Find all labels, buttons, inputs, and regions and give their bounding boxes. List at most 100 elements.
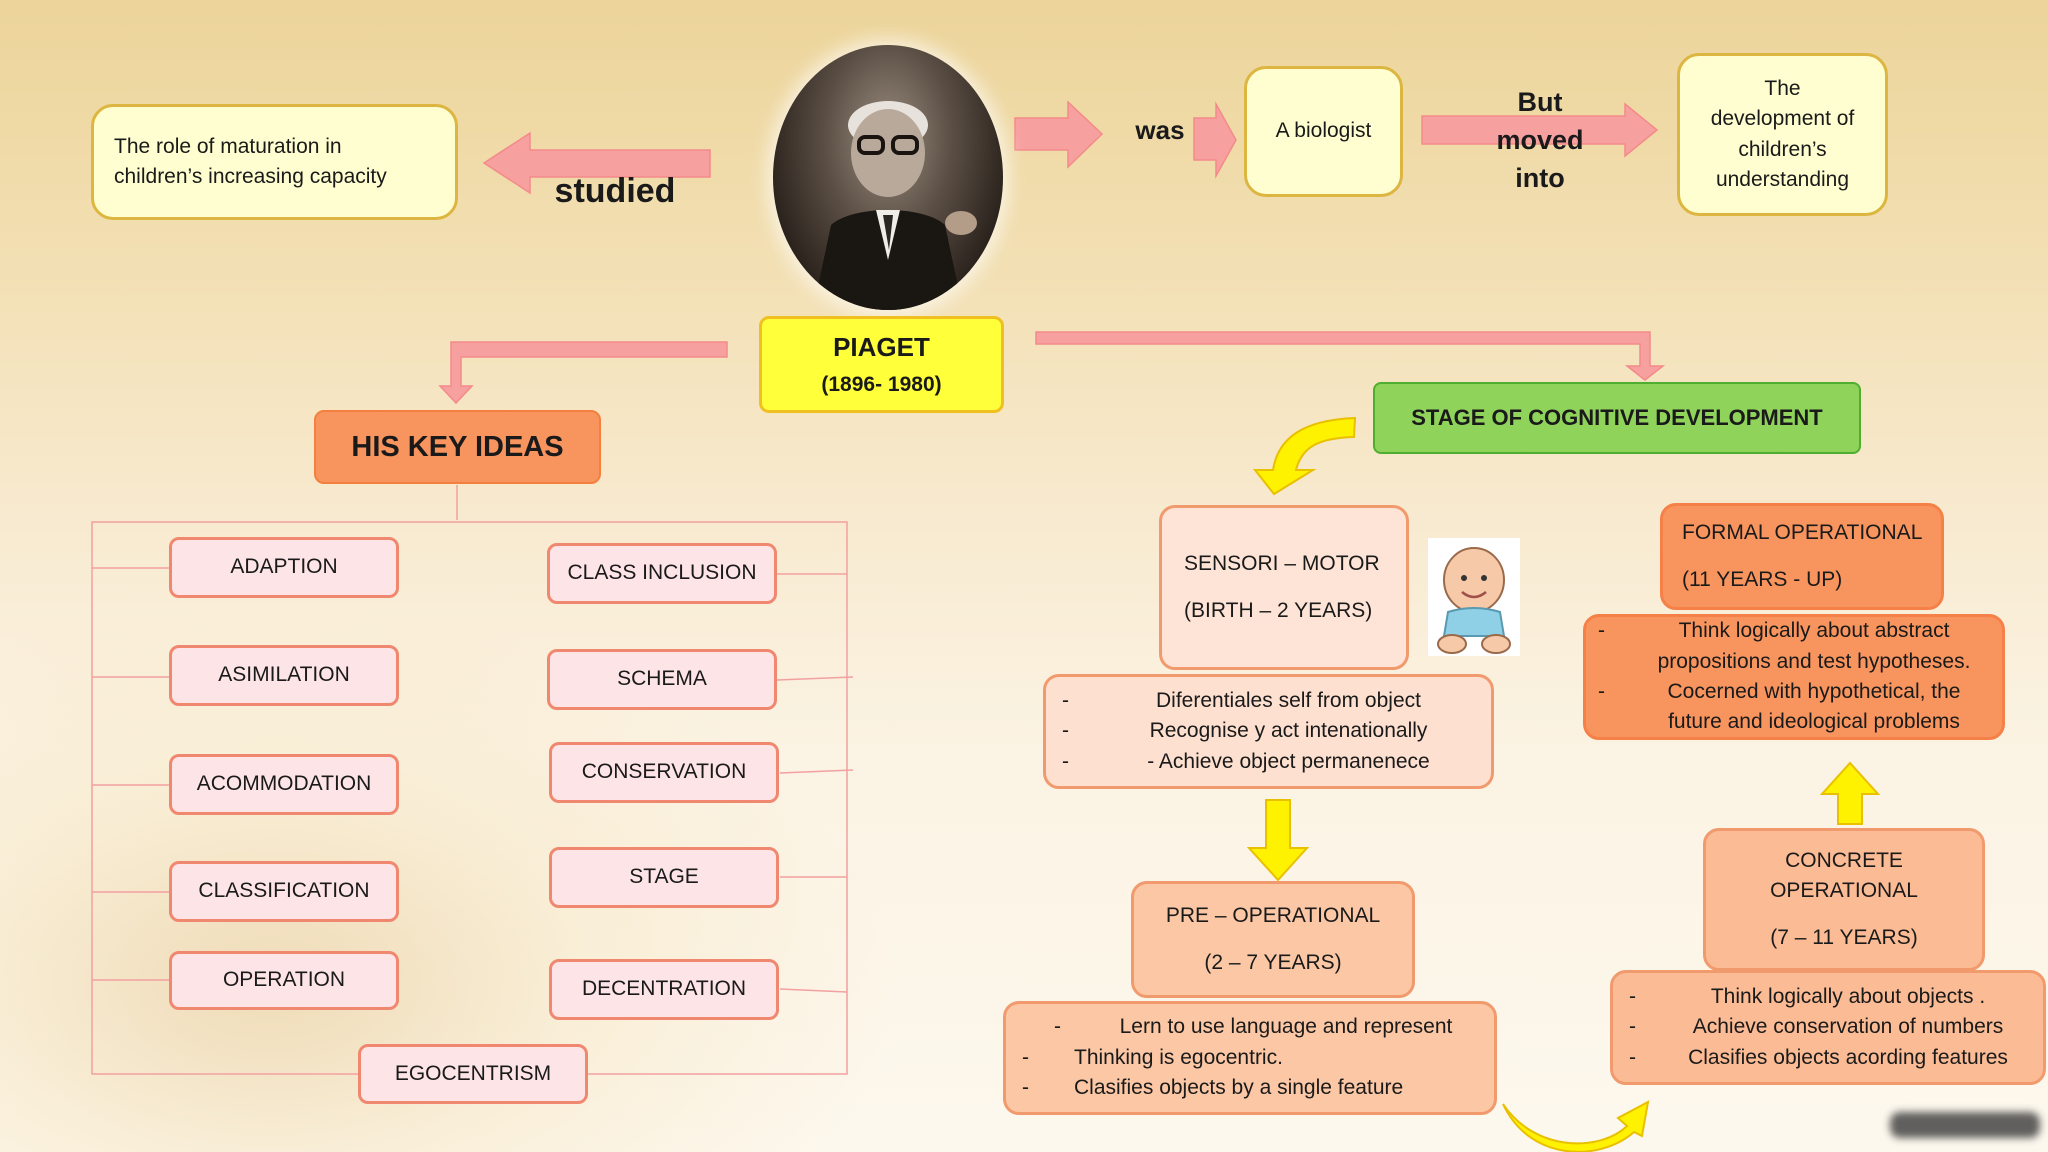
- key-idea-label: SCHEMA: [617, 667, 707, 691]
- biologist-text: A biologist: [1275, 119, 1372, 143]
- key-idea-label: ACOMMODATION: [196, 772, 372, 796]
- stages-arrow: [1035, 331, 1666, 381]
- trait-item: -Achieve conservation of numbers: [1629, 1012, 2027, 1042]
- trait-text: Recognise y act intenationally: [1149, 719, 1428, 743]
- key-idea-operation: OPERATION: [169, 951, 399, 1010]
- key-ideas-title-text: HIS KEY IDEAS: [351, 430, 564, 463]
- stages-title: STAGE OF COGNITIVE DEVELOPMENT: [1373, 382, 1861, 454]
- key-idea-label: STAGE: [629, 865, 699, 889]
- was-arrow: [1014, 100, 1104, 169]
- key-idea-label: ADAPTION: [230, 555, 338, 579]
- preoperational-age: (2 – 7 YEARS): [1204, 950, 1342, 974]
- studied-box-line-1: The role of maturation in: [114, 134, 342, 158]
- concrete-up-arrow: [1819, 761, 1881, 825]
- baby-figure: [1437, 547, 1511, 654]
- concrete-traits: -Think logically about objects . -Achiev…: [1610, 970, 2046, 1085]
- trait-item: -Clasifies objects acording features: [1629, 1043, 2027, 1073]
- biologist-box: A biologist: [1244, 66, 1403, 197]
- stages-title-text: STAGE OF COGNITIVE DEVELOPMENT: [1411, 405, 1823, 431]
- trait-text: Think logically about abstract propositi…: [1657, 619, 1971, 673]
- development-line-2: development of: [1710, 107, 1855, 131]
- was-arrow-2: [1193, 101, 1237, 179]
- trait-item: -Think logically about objects .: [1629, 982, 2027, 1012]
- preoperational-box: PRE – OPERATIONAL (2 – 7 YEARS): [1131, 881, 1415, 998]
- concrete-box: CONCRETE OPERATIONAL (7 – 11 YEARS): [1703, 828, 1985, 971]
- moved-label: But moved into: [1470, 84, 1610, 197]
- development-line-1: The: [1764, 76, 1801, 100]
- key-idea-label: CLASSIFICATION: [198, 879, 370, 903]
- trait-item: -Lern to use language and represent: [1022, 1012, 1478, 1042]
- preoperational-name: PRE – OPERATIONAL: [1165, 904, 1381, 928]
- sensorimotor-traits: -Diferentiales self from object -Recogni…: [1043, 674, 1494, 789]
- portrait-figure: [813, 101, 977, 310]
- sensori-down-arrow: [1246, 799, 1310, 882]
- moved-label-line-1: But: [1517, 87, 1563, 117]
- key-idea-decentration: DECENTRATION: [549, 959, 779, 1020]
- piaget-box: PIAGET (1896- 1980): [759, 316, 1004, 413]
- trait-text: Cocerned with hypothetical, the future a…: [1667, 680, 1961, 734]
- trait-item: -Cocerned with hypothetical, the future …: [1598, 677, 1990, 738]
- formal-name: FORMAL OPERATIONAL: [1682, 521, 1923, 545]
- concrete-name-2: OPERATIONAL: [1770, 879, 1918, 903]
- development-line-3: children’s: [1738, 137, 1827, 161]
- key-idea-label: CONSERVATION: [581, 760, 747, 784]
- trait-item: -Think logically about abstract proposit…: [1598, 616, 1990, 677]
- key-idea-acommodation: ACOMMODATION: [169, 754, 399, 815]
- trait-text: Achieve conservation of numbers: [1692, 1015, 2004, 1039]
- formal-box: FORMAL OPERATIONAL (11 YEARS - UP): [1660, 503, 1944, 610]
- baby-illustration: [1428, 538, 1520, 656]
- key-idea-adaption: ADAPTION: [169, 537, 399, 598]
- trait-text: - Achieve object permanenece: [1147, 749, 1430, 773]
- key-idea-asimilation: ASIMILATION: [169, 645, 399, 706]
- sensorimotor-age: (BIRTH – 2 YEARS): [1184, 598, 1373, 622]
- development-box: The development of children’s understand…: [1677, 53, 1888, 216]
- trait-text: Lern to use language and represent: [1119, 1015, 1453, 1039]
- piaget-name: PIAGET: [833, 331, 930, 362]
- was-label: was: [1135, 115, 1185, 145]
- trait-item: -Recognise y act intenationally: [1062, 716, 1475, 746]
- studied-box: The role of maturation in children’s inc…: [91, 104, 458, 220]
- sensorimotor-name: SENSORI – MOTOR: [1184, 552, 1380, 576]
- key-idea-label: DECENTRATION: [581, 977, 747, 1001]
- concrete-age: (7 – 11 YEARS): [1770, 925, 1918, 949]
- moved-label-line-2: moved: [1496, 124, 1584, 155]
- key-idea-schema: SCHEMA: [547, 649, 777, 710]
- trait-item: -Thinking is egocentric.: [1022, 1043, 1478, 1073]
- key-idea-label: ASIMILATION: [218, 663, 350, 687]
- key-idea-class-inclusion: CLASS INCLUSION: [547, 543, 777, 604]
- key-idea-label: OPERATION: [222, 968, 346, 992]
- trait-text: Diferentiales self from object: [1156, 688, 1421, 712]
- key-idea-label: CLASS INCLUSION: [567, 561, 757, 585]
- trait-item: -Clasifies objects by a single feature: [1022, 1073, 1478, 1103]
- trait-item: -Diferentiales self from object: [1062, 686, 1475, 716]
- studied-box-line-2: children’s increasing capacity: [114, 165, 387, 188]
- key-idea-conservation: CONSERVATION: [549, 742, 779, 803]
- studied-arrow: [482, 131, 711, 195]
- sensorimotor-box: SENSORI – MOTOR (BIRTH – 2 YEARS): [1159, 505, 1409, 670]
- key-idea-egocentrism: EGOCENTRISM: [358, 1044, 588, 1104]
- key-idea-stage: STAGE: [549, 847, 779, 908]
- piaget-years: (1896- 1980): [821, 373, 942, 397]
- formal-traits: -Think logically about abstract proposit…: [1583, 614, 2005, 740]
- moved-label-line-3: into: [1515, 162, 1565, 193]
- trait-text: Thinking is egocentric.: [1074, 1045, 1283, 1069]
- key-ideas-title: HIS KEY IDEAS: [314, 410, 601, 484]
- trait-text: Clasifies objects acording features: [1688, 1045, 2008, 1069]
- pre-to-concrete-arrow: [1502, 1100, 1650, 1152]
- preoperational-traits: -Lern to use language and represent -Thi…: [1003, 1001, 1497, 1115]
- trait-text: Think logically about objects .: [1710, 984, 1986, 1008]
- formal-age: (11 YEARS - UP): [1682, 567, 1843, 591]
- key-idea-classification: CLASSIFICATION: [169, 861, 399, 922]
- concrete-name-1: CONCRETE: [1785, 848, 1903, 872]
- stage-curved-arrow: [1252, 416, 1357, 496]
- watermark-blur: [1890, 1112, 2040, 1138]
- trait-text: Clasifies objects by a single feature: [1074, 1076, 1404, 1100]
- trait-item: -- Achieve object permanenece: [1062, 747, 1475, 777]
- moved-arrow: [1421, 102, 1659, 158]
- key-ideas-arrow: [438, 341, 728, 405]
- piaget-portrait: [773, 45, 1003, 310]
- studied-label: studied: [554, 172, 676, 210]
- development-line-4: understanding: [1715, 167, 1850, 191]
- key-idea-label: EGOCENTRISM: [394, 1061, 552, 1085]
